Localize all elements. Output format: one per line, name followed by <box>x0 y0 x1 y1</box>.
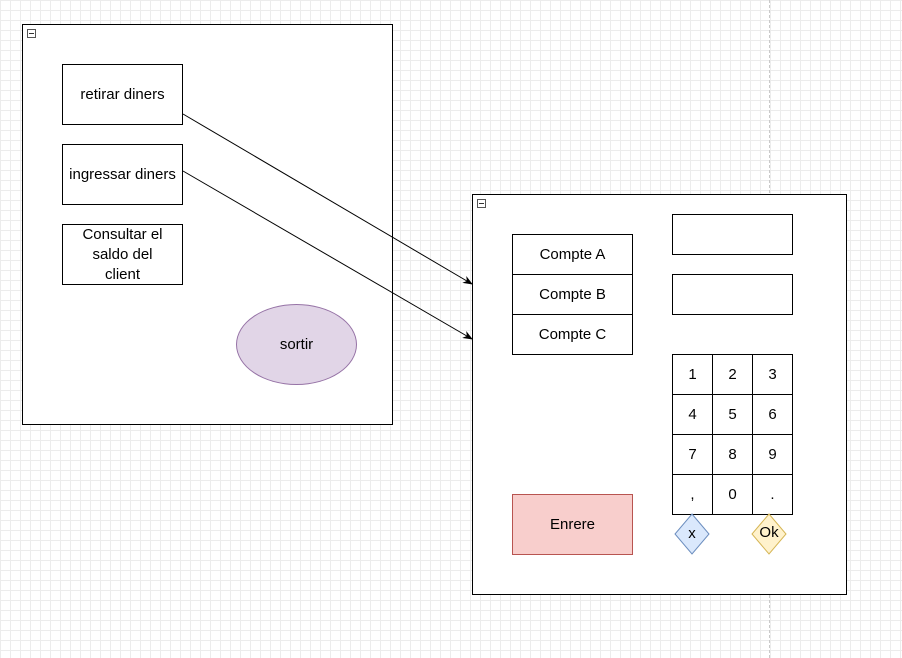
account-c-item[interactable]: Compte C <box>512 314 633 355</box>
keypad-key-label: 1 <box>688 366 697 383</box>
keypad-key-5[interactable]: 5 <box>712 394 753 435</box>
ok-label: Ok <box>759 523 779 541</box>
display-field-2[interactable] <box>672 274 793 315</box>
keypad-key-1[interactable]: 1 <box>672 354 713 395</box>
keypad-key-6[interactable]: 6 <box>752 394 793 435</box>
check-balance-button[interactable]: Consultar el saldo del client <box>62 224 183 285</box>
keypad-key-dot[interactable]: . <box>752 474 793 515</box>
keypad-key-label: . <box>770 486 775 503</box>
exit-label: sortir <box>279 336 314 353</box>
collapse-icon[interactable] <box>27 29 36 38</box>
keypad-key-3[interactable]: 3 <box>752 354 793 395</box>
keypad-key-2[interactable]: 2 <box>712 354 753 395</box>
keypad-key-label: 2 <box>728 366 737 383</box>
exit-button[interactable]: sortir <box>236 304 357 385</box>
keypad-key-label: 9 <box>768 446 777 463</box>
account-b-label: Compte B <box>539 285 606 303</box>
keypad-key-comma[interactable]: , <box>672 474 713 515</box>
withdraw-money-label: retirar diners <box>80 85 165 103</box>
keypad-key-label: 3 <box>768 366 777 383</box>
display-field-1[interactable] <box>672 214 793 255</box>
account-c-label: Compte C <box>538 325 607 343</box>
account-b-item[interactable]: Compte B <box>512 274 633 315</box>
account-a-label: Compte A <box>539 245 606 263</box>
keypad-key-label: 8 <box>728 446 737 463</box>
back-button[interactable]: Enrere <box>512 494 633 555</box>
account-a-item[interactable]: Compte A <box>512 234 633 275</box>
keypad-key-label: 0 <box>728 486 737 503</box>
keypad-key-4[interactable]: 4 <box>672 394 713 435</box>
deposit-money-label: ingressar diners <box>69 165 176 183</box>
check-balance-label: Consultar el saldo del client <box>82 225 163 283</box>
withdraw-money-button[interactable]: retirar diners <box>62 64 183 125</box>
keypad-key-7[interactable]: 7 <box>672 434 713 475</box>
keypad-key-label: 5 <box>728 406 737 423</box>
deposit-money-button[interactable]: ingressar diners <box>62 144 183 205</box>
keypad-key-0[interactable]: 0 <box>712 474 753 515</box>
keypad-key-label: 6 <box>768 406 777 423</box>
keypad-key-8[interactable]: 8 <box>712 434 753 475</box>
keypad-key-label: 4 <box>688 406 697 423</box>
keypad-key-label: , <box>690 486 695 503</box>
cancel-label: x <box>688 524 696 542</box>
collapse-icon[interactable] <box>477 199 486 208</box>
keypad-key-9[interactable]: 9 <box>752 434 793 475</box>
keypad-key-label: 7 <box>688 446 697 463</box>
back-label: Enrere <box>549 515 596 533</box>
